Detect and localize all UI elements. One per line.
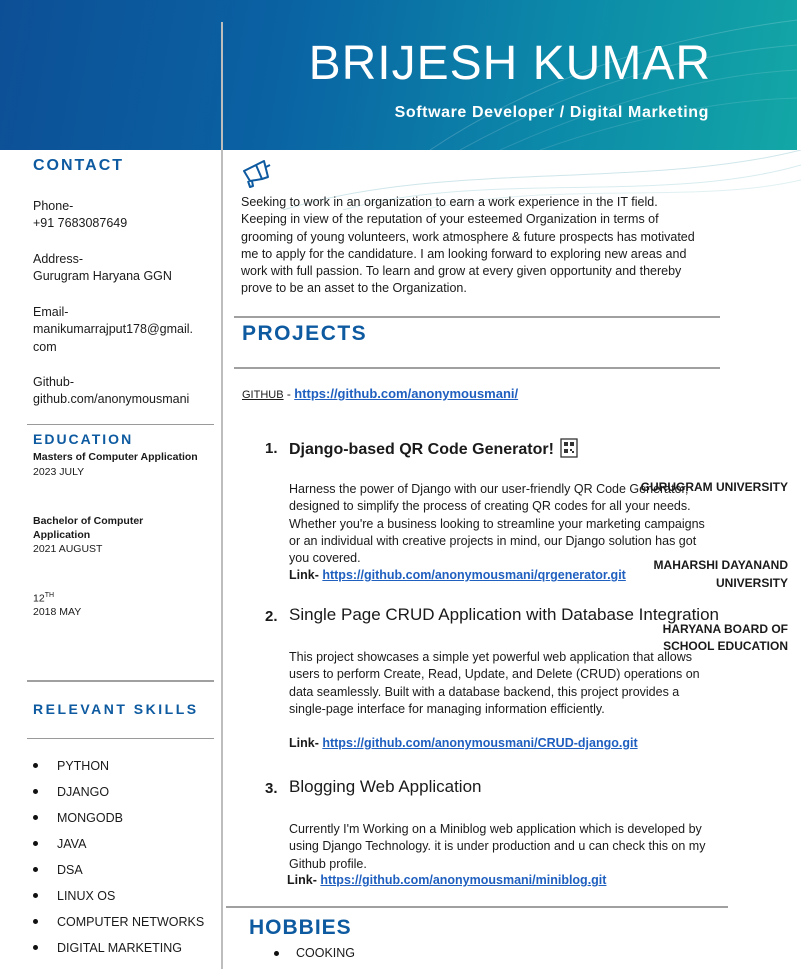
qr-code-icon	[560, 438, 579, 458]
skill-item: PYTHON	[33, 756, 204, 782]
bullet-icon	[33, 815, 38, 820]
github-value[interactable]: github.com/anonymousmani	[33, 392, 190, 406]
skill-label: LINUX OS	[57, 889, 116, 903]
candidate-role: Software Developer / Digital Marketing	[394, 104, 709, 121]
project-link[interactable]: https://github.com/anonymousmani/CRUD-dj…	[322, 736, 638, 750]
project-title-text: Django-based QR Code Generator!	[289, 441, 554, 458]
address-value: Gurugram Haryana GGN	[33, 269, 172, 283]
github-separator: -	[283, 387, 295, 401]
skill-item: MONGODB	[33, 808, 204, 834]
skill-label: JAVA	[57, 837, 87, 851]
contact-title: CONTACT	[33, 157, 125, 174]
education-date: 2021 AUGUST	[33, 543, 103, 555]
skills-title: RELEVANT SKILLS	[33, 701, 199, 717]
project-link[interactable]: https://github.com/anonymousmani/qrgener…	[322, 568, 626, 582]
bullet-icon	[33, 919, 38, 924]
bullet-icon	[33, 841, 38, 846]
project-number: 2.	[265, 608, 278, 625]
divider	[234, 316, 720, 318]
objective-text: Seeking to work in an organization to ea…	[241, 195, 695, 296]
hobby-label: COOKING	[296, 946, 356, 960]
skill-item: DSA	[33, 860, 204, 886]
projects-title: PROJECTS	[242, 322, 368, 345]
skill-label: PYTHON	[57, 759, 110, 773]
column-divider	[221, 22, 223, 969]
github-profile-link[interactable]: https://github.com/anonymousmani/	[294, 386, 519, 401]
bullet-icon	[33, 763, 38, 768]
education-degree-suffix: TH	[44, 592, 55, 599]
project-link-label: Link-	[289, 568, 323, 582]
email-value-line2[interactable]: com	[33, 340, 57, 354]
body-wave-decoration	[282, 150, 801, 210]
phone-value: +91 7683087649	[33, 216, 128, 230]
github-line: GITHUB - https://github.com/anonymousman…	[242, 386, 518, 401]
skill-label: MONGODB	[57, 811, 123, 825]
skill-item: LINUX OS	[33, 886, 204, 912]
divider	[27, 680, 214, 682]
education-degree: Bachelor of Computer	[33, 515, 144, 527]
divider	[234, 367, 720, 369]
bullet-icon	[33, 867, 38, 872]
project-title: Single Page CRUD Application with Databa…	[289, 605, 719, 624]
education-degree: Masters of Computer Application	[33, 451, 198, 463]
bullet-icon	[274, 951, 279, 956]
education-degree: Application	[33, 529, 91, 541]
skill-item: COMPUTER NETWORKS	[33, 912, 204, 938]
project-number: 1.	[265, 440, 278, 457]
phone-label: Phone-	[33, 199, 74, 213]
divider	[27, 424, 214, 425]
bullet-icon	[33, 789, 38, 794]
education-degree: 12TH	[33, 592, 54, 605]
education-title: EDUCATION	[33, 431, 134, 447]
project-link-line: Link- https://github.com/anonymousmani/C…	[289, 736, 638, 750]
hobbies-list: COOKING	[274, 945, 355, 962]
skill-item: DJANGO	[33, 782, 204, 808]
skill-label: DSA	[57, 863, 83, 877]
project-link-line: Link- https://github.com/anonymousmani/m…	[287, 873, 606, 887]
github-label: Github-	[33, 375, 74, 389]
skill-label: DIGITAL MARKETING	[57, 941, 183, 955]
project-link-label: Link-	[289, 736, 323, 750]
project-title: Django-based QR Code Generator!	[289, 438, 579, 459]
skill-item: JAVA	[33, 834, 204, 860]
education-institution: MAHARSHI DAYANAND	[653, 558, 788, 572]
skills-list: PYTHON DJANGO MONGODB JAVA DSA LINUX OS …	[33, 756, 204, 964]
divider	[27, 738, 214, 739]
divider	[226, 906, 728, 908]
education-degree-number: 12	[33, 592, 45, 605]
project-number: 3.	[265, 780, 278, 797]
candidate-name: BRIJESH KUMAR	[308, 37, 711, 90]
project-link-line: Link- https://github.com/anonymousmani/q…	[289, 568, 626, 582]
bullet-icon	[33, 945, 38, 950]
header-wave-decoration	[429, 19, 797, 150]
megaphone-icon	[243, 160, 271, 188]
project-link-label: Link-	[287, 873, 321, 887]
education-date: 2023 JULY	[33, 466, 85, 478]
hobbies-title: HOBBIES	[249, 916, 352, 939]
resume-header: BRIJESH KUMAR Software Developer / Digit…	[0, 0, 797, 150]
skill-item: DIGITAL MARKETING	[33, 938, 204, 964]
project-description: Harness the power of Django with our use…	[289, 482, 705, 566]
project-link[interactable]: https://github.com/anonymousmani/miniblo…	[320, 873, 607, 887]
project-description: This project showcases a simple yet powe…	[289, 650, 700, 716]
education-institution: GURUGRAM UNIVERSITY	[640, 480, 788, 494]
project-description: Currently I'm Working on a Miniblog web …	[289, 822, 706, 871]
bullet-icon	[33, 893, 38, 898]
education-institution: SCHOOL EDUCATION	[663, 639, 788, 653]
project-title: Blogging Web Application	[289, 777, 482, 796]
education-institution: UNIVERSITY	[715, 576, 788, 590]
education-date: 2018 MAY	[33, 606, 82, 618]
hobby-item: COOKING	[274, 945, 355, 962]
github-link-label: GITHUB	[242, 389, 284, 401]
skill-label: COMPUTER NETWORKS	[57, 915, 205, 929]
email-value-line1[interactable]: manikumarrajput178@gmail.	[33, 322, 193, 336]
address-label: Address-	[33, 252, 84, 266]
skill-label: DJANGO	[57, 785, 110, 799]
email-label: Email-	[33, 305, 69, 319]
education-institution: HARYANA BOARD OF	[662, 622, 788, 636]
